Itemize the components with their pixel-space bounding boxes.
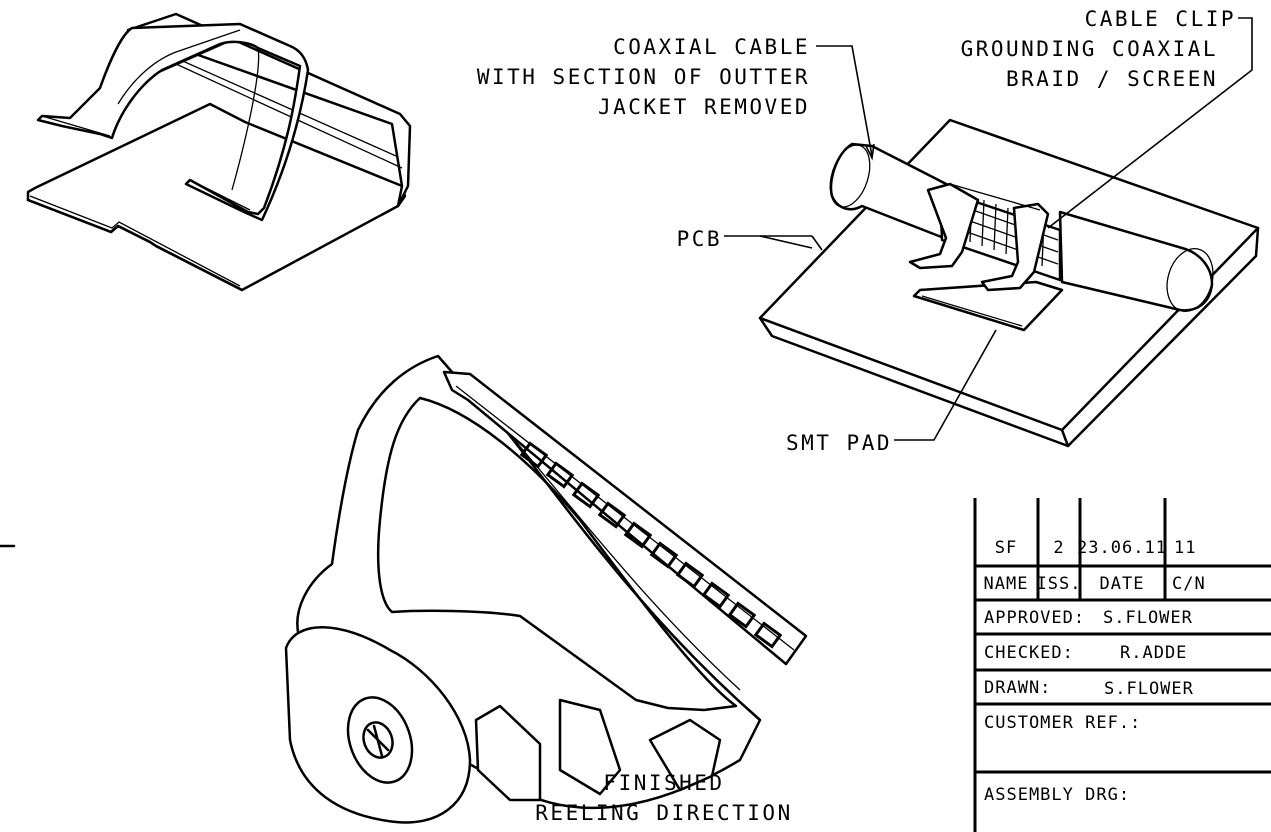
checked-label: CHECKED: (984, 643, 1074, 663)
callout-pcb: PCB (677, 227, 813, 251)
approved-label: APPROVED: (984, 608, 1085, 628)
callout-coaxial-cable: COAXIAL CABLE WITH SECTION OF OUTTER JAC… (477, 35, 875, 161)
callout-pcb-label: PCB (677, 227, 722, 251)
reel-hub (284, 626, 472, 824)
callout-reeling-direction: FINISHED REELING DIRECTION (535, 771, 792, 825)
callout-reeling-line-1: FINISHED (603, 771, 724, 795)
header-cn: C/N (1172, 574, 1206, 594)
cable-clip-iso-view (26, 12, 412, 292)
callout-cable-clip-line-1: CABLE CLIP (1085, 7, 1236, 31)
approved-value: S.FLOWER (1103, 608, 1193, 628)
pcb-assembly-view (758, 118, 1260, 448)
drawn-value: S.FLOWER (1104, 679, 1194, 699)
title-block: SF 2 23.06.11 11 NAME ISS. DATE C/N APPR… (973, 498, 1271, 832)
callout-cable-clip-line-3: BRAID / SCREEN (1006, 67, 1218, 91)
rev-date: 23.06.11 (1077, 538, 1167, 558)
reel-view (284, 354, 808, 824)
callout-cable-clip-line-2: GROUNDING COAXIAL (961, 37, 1218, 61)
header-date: DATE (1100, 574, 1145, 594)
callout-coaxial-cable-line-2: WITH SECTION OF OUTTER (477, 65, 810, 89)
rev-issue: 2 (1053, 538, 1064, 558)
header-issue: ISS. (1037, 574, 1082, 594)
callout-coaxial-cable-line-3: JACKET REMOVED (598, 95, 810, 119)
callout-smt-pad-label: SMT PAD (786, 431, 892, 455)
callout-cable-clip: CABLE CLIP GROUNDING COAXIAL BRAID / SCR… (961, 7, 1253, 229)
callout-smt-pad: SMT PAD (786, 329, 997, 455)
callout-reeling-line-2: REELING DIRECTION (535, 801, 792, 825)
customer-ref-label: CUSTOMER REF.: (984, 713, 1141, 733)
assembly-drg-label: ASSEMBLY DRG: (984, 785, 1130, 805)
rev-name: SF (995, 538, 1017, 558)
checked-value: R.ADDE (1120, 643, 1187, 663)
drawn-label: DRAWN: (984, 678, 1051, 698)
carrier-tape (442, 370, 808, 666)
callout-coaxial-cable-line-1: COAXIAL CABLE (613, 35, 810, 59)
rev-cn: 11 (1174, 538, 1196, 558)
header-name: NAME (984, 574, 1029, 594)
